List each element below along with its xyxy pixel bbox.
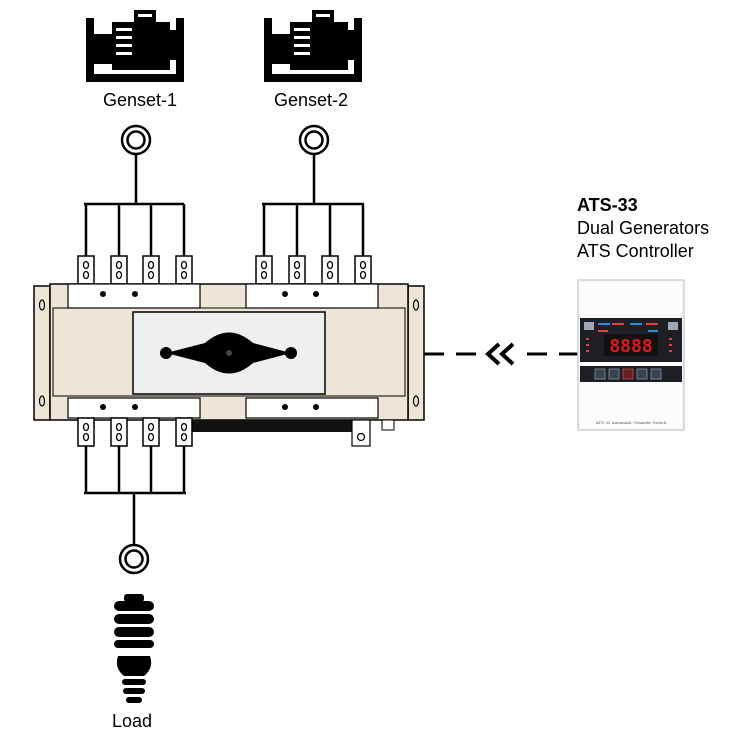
genset-1-terminal <box>120 124 152 156</box>
load-output-lugs <box>77 417 193 447</box>
ats-controller-device: 8888 ATS-33 Automatic Transfer Switch <box>577 279 685 431</box>
genset-1-input-lugs <box>77 255 193 285</box>
genset-2-label: Genset-2 <box>273 90 349 110</box>
transfer-switch <box>33 283 425 447</box>
genset-1-wiring <box>84 154 186 256</box>
controller-desc-line-2: ATS Controller <box>577 241 694 261</box>
light-bulb-icon <box>114 594 154 703</box>
controller-desc-line-1: Dual Generators <box>577 218 710 238</box>
load-label: Load <box>111 711 153 731</box>
genset-2-wiring <box>262 154 365 256</box>
controller-footer-text: ATS-33 Automatic Transfer Switch <box>595 420 667 425</box>
genset-2-terminal <box>298 124 330 156</box>
controller-model-label: ATS-33 <box>577 195 638 215</box>
load-terminal <box>118 543 150 575</box>
genset-2-input-lugs <box>255 255 372 285</box>
controller-display-readout: 8888 <box>609 336 652 357</box>
genset-2-generator-icon <box>264 10 362 82</box>
controller-description: ATS-33 Dual Generators ATS Controller <box>577 194 709 263</box>
link-arrow-icon <box>485 342 515 366</box>
load-wiring <box>84 446 186 545</box>
genset-1-label: Genset-1 <box>102 90 178 110</box>
genset-1-generator-icon <box>86 10 184 82</box>
controller-buttons <box>594 368 662 380</box>
